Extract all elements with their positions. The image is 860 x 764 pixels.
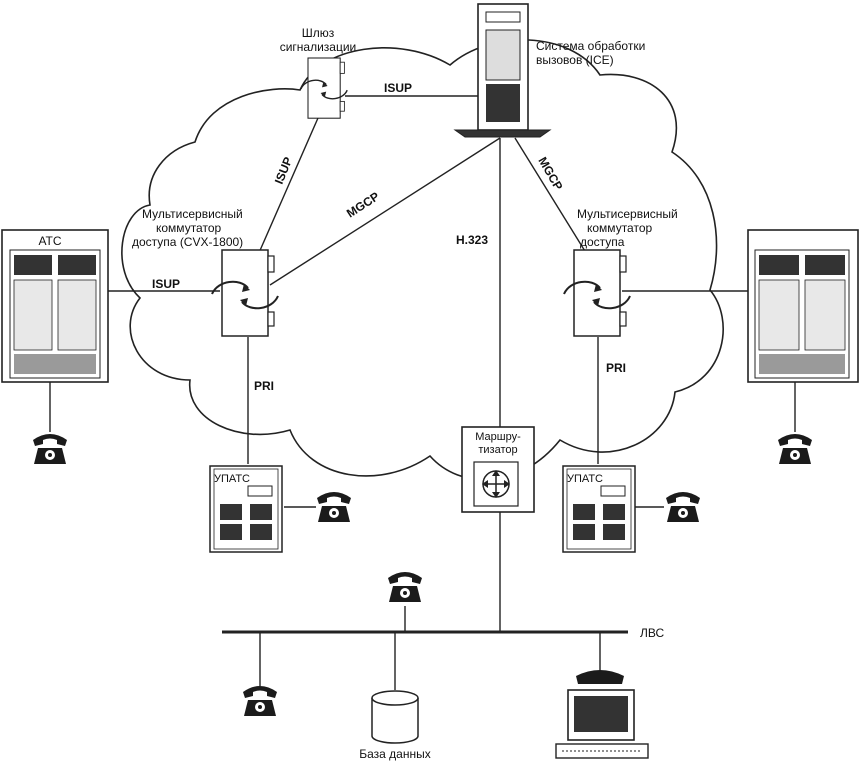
protocol-pri-left: PRI: [254, 379, 274, 393]
ats-label: АТС: [38, 234, 61, 248]
phone-icon: [243, 686, 277, 716]
mac-right-label-3: доступа: [580, 235, 625, 249]
mac-left-label-3: доступа (CVX-1800): [132, 235, 243, 249]
signaling-gateway-label-2: сигнализации: [280, 40, 357, 54]
lan-label: ЛВС: [640, 626, 664, 640]
phone-icon: [317, 492, 351, 522]
ice-label: Система обработки: [536, 39, 645, 53]
protocol-pri-right: PRI: [606, 361, 626, 375]
database-icon: [371, 690, 419, 744]
phone-icon: [778, 434, 812, 464]
mac-left-label-2: коммутатор: [156, 221, 222, 235]
phone-icon: [33, 434, 67, 464]
ice-label-2: вызовов (ICE): [536, 53, 614, 67]
protocol-isup-left: ISUP: [152, 277, 180, 291]
phone-icon: [388, 572, 422, 602]
mac-right-label: Мультисервисный: [577, 207, 678, 221]
signaling-gateway-label: Шлюз: [302, 26, 335, 40]
ats-left: [1, 229, 109, 383]
ats-right: [747, 229, 859, 383]
multiservice-switch-right: [563, 249, 631, 337]
call-processing-server: [453, 3, 552, 138]
upats-left-label: УПАТС: [214, 473, 250, 485]
protocol-h323: H.323: [456, 233, 488, 247]
mac-left-label: Мультисервисный: [142, 207, 243, 221]
protocol-isup-top: ISUP: [384, 81, 412, 95]
multiservice-switch-left: [211, 249, 279, 337]
signaling-gateway: [300, 57, 348, 119]
line-ice-mac-left-mgcp: [269, 137, 501, 286]
router-label: Маршру-: [475, 431, 521, 443]
phone-icon: [666, 492, 700, 522]
computer-icon: [555, 670, 649, 759]
database-label: База данных: [359, 747, 430, 761]
router: [461, 426, 535, 513]
line-ice-mac-right-mgcp: [514, 137, 589, 257]
network-cloud: [121, 39, 724, 481]
upats-right-label: УПАТС: [567, 473, 603, 485]
router-label-2: тизатор: [478, 444, 517, 456]
mac-right-label-2: коммутатор: [587, 221, 653, 235]
line-gateway-mac-left: [257, 117, 319, 256]
